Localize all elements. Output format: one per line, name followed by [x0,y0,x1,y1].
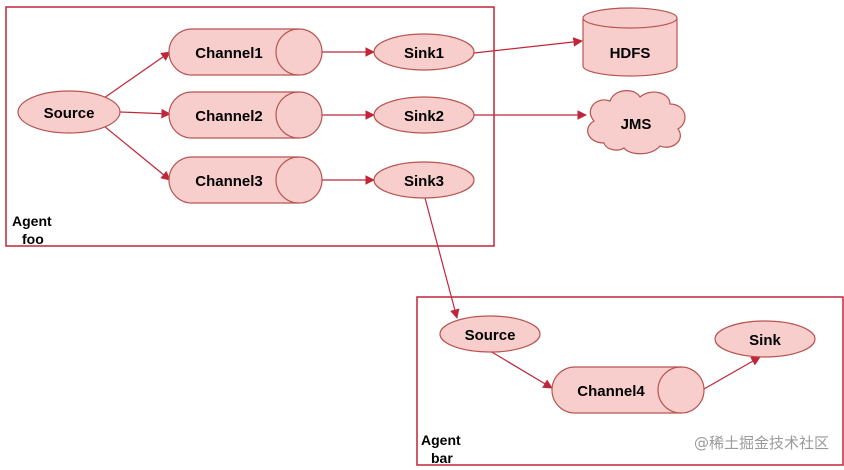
sink3-label: Sink3 [404,173,444,190]
watermark-text: @稀土掘金技术社区 [694,434,829,452]
jms-label: JMS [621,116,652,133]
channel2-node: Channel2 [168,91,323,139]
sink3-node: Sink3 [373,161,475,199]
edge-source-channel3 [103,125,171,181]
hdfs-label: HDFS [610,45,651,62]
edge-sink1-hdfs [473,37,583,54]
jms-cloud-node: JMS [587,90,686,155]
edge-source-channel1 [103,51,171,99]
edge-source-bar-channel4 [489,350,553,389]
sink1-node: Sink1 [373,33,475,71]
channel4-node: Channel4 [551,366,705,414]
channel4-label: Channel4 [577,383,645,400]
agent-bar-label-line2: bar [431,450,453,466]
edge-channel4-sink-bar [703,356,761,390]
agent-bar-label-line1: Agent [421,432,461,448]
channel1-label: Channel1 [195,45,263,62]
source-bar-node: Source [439,315,541,353]
source-foo-label: Source [44,105,95,122]
sink1-label: Sink1 [404,45,444,62]
agent-foo-label-line2: foo [22,231,44,247]
channel1-node: Channel1 [168,28,323,76]
sink2-node: Sink2 [373,96,475,134]
source-bar-label: Source [465,327,516,344]
edge-source-channel2 [119,108,171,119]
sink-bar-node: Sink [714,320,816,358]
hdfs-database-node: HDFS [582,7,678,77]
source-foo-node: Source [17,90,121,134]
agent-foo-label-line1: Agent [12,213,52,229]
sink2-label: Sink2 [404,108,444,125]
channel3-node: Channel3 [168,156,323,204]
sink-bar-label: Sink [749,332,781,349]
agent-foo-frame [5,6,495,247]
channel3-label: Channel3 [195,173,263,190]
agent-bar-frame [416,296,844,466]
channel2-label: Channel2 [195,108,263,125]
edge-sink3-source-bar [424,197,460,319]
